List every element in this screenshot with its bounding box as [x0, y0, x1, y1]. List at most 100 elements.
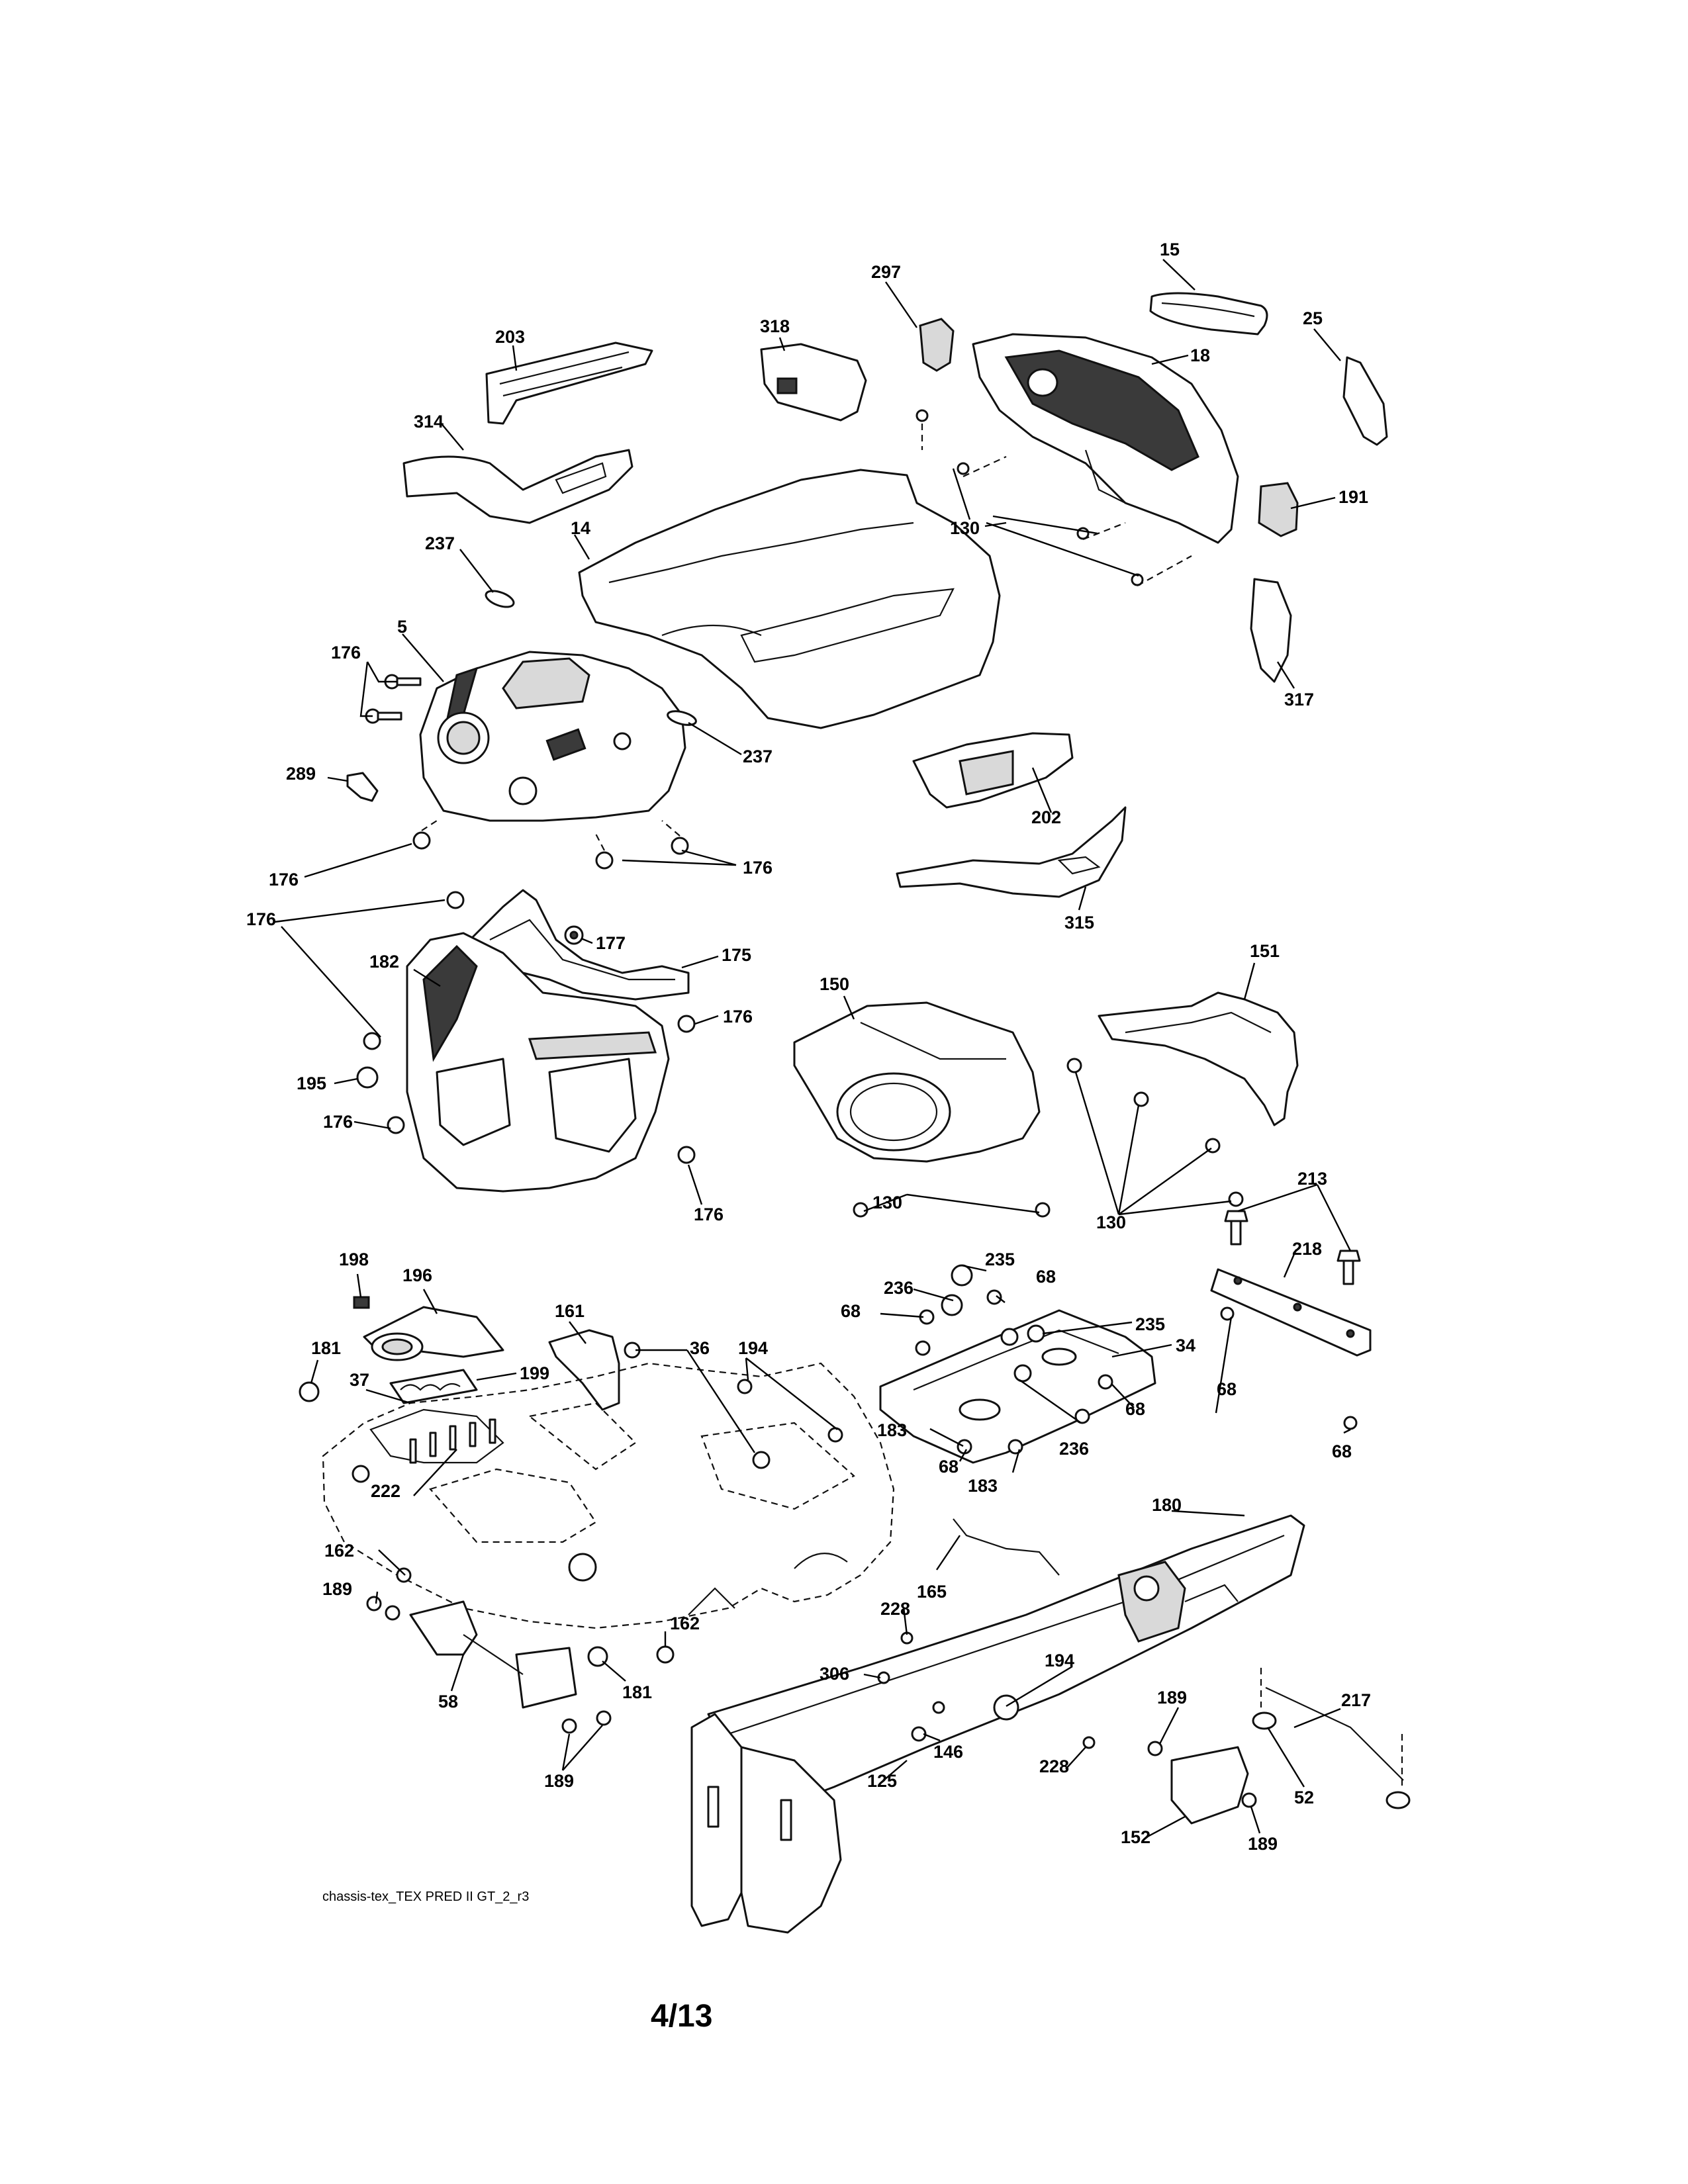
- callout-183-a: 183: [877, 1420, 907, 1440]
- part-18-dash-housing: [972, 333, 1239, 544]
- callout-289: 289: [286, 764, 316, 784]
- callout-315: 315: [1064, 913, 1094, 933]
- callout-180: 180: [1152, 1495, 1182, 1515]
- callout-228-b: 228: [1039, 1756, 1069, 1776]
- part-289-clip: [346, 772, 379, 802]
- callout-314: 314: [414, 412, 444, 432]
- callout-236-a: 236: [884, 1278, 914, 1298]
- callout-161: 161: [555, 1301, 585, 1321]
- part-217-rod: [1252, 1668, 1411, 1809]
- part-195-cap: [356, 1066, 379, 1089]
- callout-189-b: 189: [544, 1771, 574, 1791]
- part-297-bracket: [919, 318, 955, 372]
- callout-15: 15: [1160, 240, 1180, 259]
- callout-235-b: 235: [1135, 1314, 1165, 1334]
- callout-68-f: 68: [1332, 1441, 1352, 1461]
- page-number: 4/13: [651, 1999, 712, 2034]
- callout-237-lower: 237: [743, 747, 773, 766]
- callout-183-b: 183: [968, 1476, 998, 1496]
- callout-236-b: 236: [1059, 1439, 1089, 1459]
- callout-194-a: 194: [738, 1338, 768, 1358]
- callout-194-b: 194: [1045, 1651, 1074, 1670]
- callout-68-d: 68: [1125, 1399, 1145, 1419]
- screws-130-middle: [853, 1058, 1244, 1218]
- callout-labels: 15 297 25 318 203 18 314 191 130 237 14 …: [246, 240, 1371, 1854]
- callout-218: 218: [1292, 1239, 1322, 1259]
- callout-317: 317: [1284, 690, 1314, 709]
- bolts-222: [409, 1418, 496, 1464]
- callout-14: 14: [571, 518, 590, 538]
- part-34-plate: [879, 1264, 1156, 1464]
- callout-235-a: 235: [985, 1250, 1015, 1269]
- part-317-bracket: [1250, 578, 1292, 683]
- callout-176-a: 176: [331, 643, 361, 662]
- callout-151: 151: [1250, 941, 1280, 961]
- callout-237-upper: 237: [425, 533, 455, 553]
- callout-34: 34: [1176, 1336, 1196, 1355]
- callout-152: 152: [1121, 1827, 1150, 1847]
- part-14-hood: [578, 469, 1001, 729]
- callout-130-low: 130: [872, 1193, 902, 1212]
- part-37-chassis-body: [322, 1362, 895, 1629]
- callout-191: 191: [1338, 487, 1368, 507]
- part-161-bracket: [548, 1329, 620, 1411]
- pins-176-bottom: [412, 820, 689, 870]
- part-165-rod: [953, 1518, 1060, 1576]
- part-25-lens: [1342, 356, 1388, 446]
- callout-146: 146: [933, 1742, 963, 1762]
- callout-52: 52: [1294, 1788, 1314, 1807]
- part-202-panel: [912, 732, 1074, 809]
- callout-195: 195: [297, 1073, 326, 1093]
- callout-25: 25: [1303, 308, 1323, 328]
- part-318-cover: [760, 343, 867, 422]
- callout-36: 36: [690, 1338, 710, 1358]
- part-58-bracket: [366, 1567, 675, 1734]
- callout-318: 318: [760, 316, 790, 336]
- callout-18: 18: [1190, 345, 1210, 365]
- screws-130-top: [915, 409, 1192, 586]
- callout-203: 203: [495, 327, 525, 347]
- callout-150: 150: [820, 974, 849, 994]
- part-177-clip: [564, 925, 584, 945]
- callout-165: 165: [917, 1582, 947, 1602]
- callout-176-d: 176: [246, 909, 276, 929]
- callout-5: 5: [397, 617, 407, 637]
- part-196-198-199-controls: [353, 1296, 504, 1404]
- part-191-bracket: [1258, 482, 1299, 537]
- part-237-plug: [485, 590, 515, 608]
- part-175-bracket: [462, 889, 690, 1001]
- leader-lines: [274, 259, 1352, 1839]
- callout-176-b: 176: [269, 870, 299, 889]
- callout-182: 182: [369, 952, 399, 972]
- callout-162-a: 162: [324, 1541, 354, 1561]
- callout-196: 196: [402, 1265, 432, 1285]
- callout-222: 222: [371, 1481, 400, 1501]
- callout-189-d: 189: [1248, 1834, 1278, 1854]
- callout-297: 297: [871, 262, 901, 282]
- callout-181-a: 181: [311, 1338, 341, 1358]
- callout-213: 213: [1297, 1169, 1327, 1189]
- callout-68-a: 68: [1036, 1267, 1056, 1287]
- callout-198: 198: [339, 1250, 369, 1269]
- callout-176-g: 176: [694, 1205, 724, 1224]
- part-152-shield: [1147, 1741, 1257, 1825]
- callout-68-b: 68: [841, 1301, 861, 1321]
- callout-130-mid: 130: [1096, 1212, 1126, 1232]
- callout-176-e: 176: [723, 1007, 753, 1026]
- callout-125: 125: [867, 1771, 897, 1791]
- part-5-console: [419, 651, 686, 822]
- part-150-shroud: [793, 1001, 1041, 1163]
- callout-176-c: 176: [743, 858, 773, 878]
- part-182-housing: [406, 932, 670, 1193]
- part-180-frame: [690, 1514, 1305, 1934]
- callout-37: 37: [350, 1370, 369, 1390]
- callout-68-c: 68: [1217, 1379, 1237, 1399]
- drawing-caption: chassis-tex_TEX PRED II GT_2_r3: [322, 1889, 529, 1904]
- part-151-bracket: [1098, 991, 1299, 1126]
- callout-217: 217: [1341, 1690, 1371, 1710]
- part-15-lens: [1149, 292, 1268, 336]
- callout-58: 58: [438, 1692, 458, 1711]
- part-203-panel: [485, 341, 653, 425]
